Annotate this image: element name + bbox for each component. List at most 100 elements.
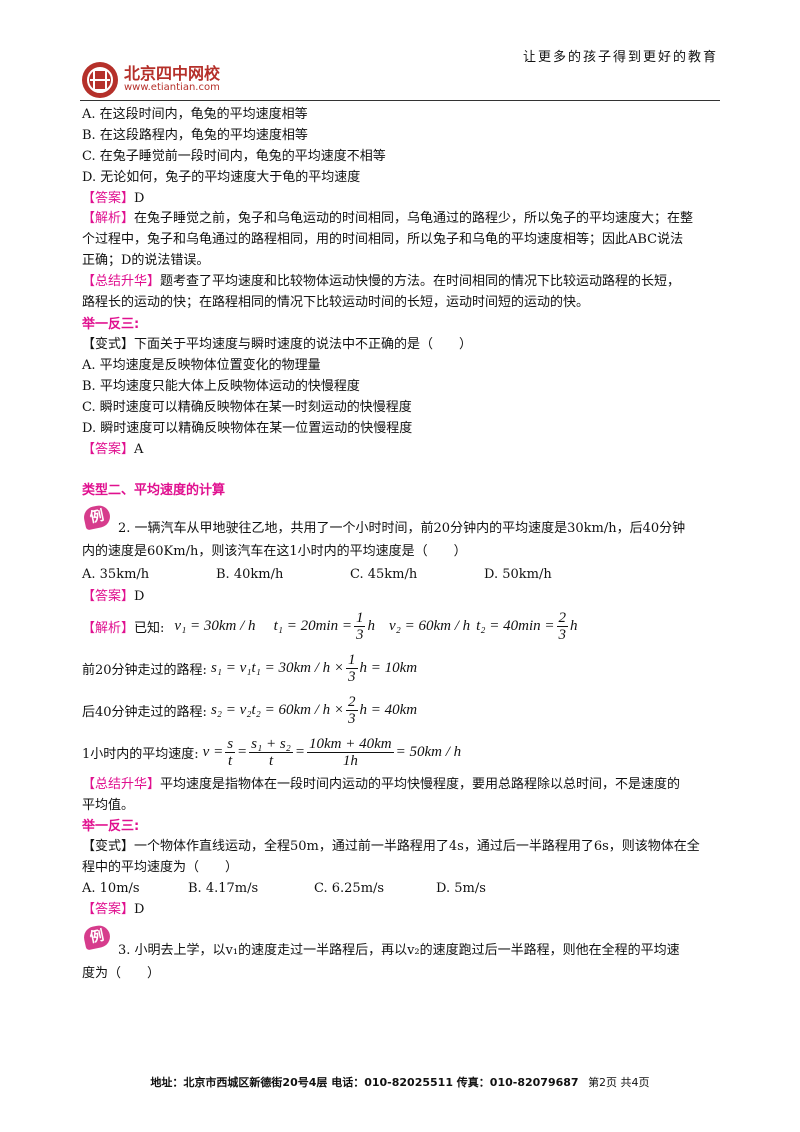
denominator: 3 xyxy=(348,668,356,685)
denominator: t xyxy=(268,752,274,769)
denominator: t xyxy=(228,752,233,769)
v-result: = 50km / h xyxy=(395,743,462,760)
variant-question-text: 下面关于平均速度与瞬时速度的说法中不正确的是（ ） xyxy=(134,337,473,352)
option-a: A. 10m/s xyxy=(82,881,140,896)
denominator: 3 xyxy=(558,626,567,643)
variant-option-d: D. 瞬时速度可以精确反映物体在某一位置运动的快慢程度 xyxy=(82,421,413,436)
s2-formula: s₂ = v₂t₂ = 60km / h × xyxy=(210,701,345,718)
analysis-tag: 【解析】 xyxy=(82,211,135,226)
variant-question-text: 一个物体作直线运动，全程50m，通过前一半路程用了4s，通过后一半路程用了6s，… xyxy=(134,839,700,854)
denominator: 3 xyxy=(355,626,364,643)
answer-tag: 【答案】 xyxy=(82,442,135,457)
variant-question-2: 程中的平均速度为（ ） xyxy=(82,860,239,875)
footer: 地址：北京市西城区新德街20号4层 电话：010-82025511 传真：010… xyxy=(0,1074,800,1090)
option-d: D. 无论如何，兔子的平均速度大于龟的平均速度 xyxy=(82,170,361,185)
summary-line-1: 【总结升华】题考查了平均速度和比较物体运动快慢的方法。在时间相同的情况下比较运动… xyxy=(82,273,680,291)
numerator: s xyxy=(225,735,236,753)
question-line-2: 度为（ ） xyxy=(82,966,161,981)
formula-t1: t₁ = 20min = xyxy=(273,617,352,634)
v-label: 1小时内的平均速度: xyxy=(82,746,199,762)
answer-tag: 【答案】 xyxy=(82,191,135,206)
denominator: 1h xyxy=(342,752,358,769)
variant-question-1: 【变式】一个物体作直线运动，全程50m，通过前一半路程用了4s，通过后一半路程用… xyxy=(82,838,700,856)
example-badge-icon: 例 xyxy=(81,503,113,531)
option-c: C. 在兔子睡觉前一段时间内，龟兔的平均速度不相等 xyxy=(82,149,386,164)
answer-value: A xyxy=(134,442,144,457)
option-d: D. 5m/s xyxy=(436,881,486,896)
unit-h: h xyxy=(367,617,375,634)
answer-value: D xyxy=(134,191,145,206)
analysis-line-1: 【解析】在兔子睡觉之前，兔子和乌龟运动的时间相同，乌龟通过的路程少，所以兔子的平… xyxy=(82,210,693,228)
denominator: 3 xyxy=(348,710,356,727)
s2-result: h = 40km xyxy=(359,701,418,718)
numerator: 10km + 40km xyxy=(307,735,394,753)
summary-text: 平均速度是指物体在一段时间内运动的平均快慢程度，要用总路程除以总时间，不是速度的 xyxy=(160,777,681,792)
answer-tag: 【答案】 xyxy=(82,589,135,604)
numerator: s₁ + s₂ xyxy=(249,735,293,753)
section-title: 类型二、平均速度的计算 xyxy=(82,483,226,498)
answer-tag: 【答案】 xyxy=(82,902,135,917)
option-d: D. 50km/h xyxy=(484,567,552,582)
option-c: C. 6.25m/s xyxy=(314,881,385,896)
variant-heading: 举一反三: xyxy=(82,819,140,834)
variant-question: 【变式】下面关于平均速度与瞬时速度的说法中不正确的是（ ） xyxy=(82,336,472,354)
variant-heading: 举一反三: xyxy=(82,317,140,332)
option-b: B. 在这段路程内，龟兔的平均速度相等 xyxy=(82,128,308,143)
s1-label: 前20分钟走过的路程: xyxy=(82,662,207,678)
s1-formula: s₁ = v₁t₁ = 30km / h × xyxy=(210,659,345,676)
summary-text: 题考查了平均速度和比较物体运动快慢的方法。在时间相同的情况下比较运动路程的长短， xyxy=(160,274,681,289)
summary-tag: 【总结升华】 xyxy=(82,274,161,289)
variant-tag: 【变式】 xyxy=(82,839,135,854)
summary-tag: 【总结升华】 xyxy=(82,777,161,792)
variant-option-c: C. 瞬时速度可以精确反映物体在某一时刻运动的快慢程度 xyxy=(82,400,412,415)
known-label: 已知: xyxy=(134,620,165,636)
v-formula: v = xyxy=(202,743,224,760)
s2-label: 后40分钟走过的路程: xyxy=(82,704,207,720)
example-badge-icon: 例 xyxy=(81,923,113,951)
numerator: 2 xyxy=(556,609,568,627)
summary-line-2: 平均值。 xyxy=(82,798,135,813)
logo-text: 北京四中网校 xyxy=(124,64,221,83)
option-c: C. 45km/h xyxy=(350,567,418,582)
s1-result: h = 10km xyxy=(359,659,418,676)
question-line-2: 内的速度是60Km/h，则该汽车在这1小时内的平均速度是（ ） xyxy=(82,544,467,559)
logo-emblem-icon xyxy=(82,62,118,98)
answer-value: D xyxy=(134,589,145,604)
analysis-text: 在兔子睡觉之前，兔子和乌龟运动的时间相同，乌龟通过的路程少，所以兔子的平均速度大… xyxy=(134,211,694,226)
variant-option-a: A. 平均速度是反映物体位置变化的物理量 xyxy=(82,358,321,373)
question-line-1: 3. 小明去上学，以v₁的速度走过一半路程后，再以v₂的速度跑过后一半路程，则他… xyxy=(118,943,680,958)
footer-page: 第2页 共4页 xyxy=(588,1076,650,1089)
answer-line: 【答案】D xyxy=(82,190,144,208)
answer-line: 【答案】D xyxy=(82,901,144,919)
variant-answer: 【答案】A xyxy=(82,441,143,459)
option-a: A. 在这段时间内，龟兔的平均速度相等 xyxy=(82,107,308,122)
unit-h: h xyxy=(570,617,578,634)
logo: 北京四中网校 www.etiantian.com xyxy=(80,58,280,102)
variant-option-b: B. 平均速度只能大体上反映物体运动的快慢程度 xyxy=(82,379,360,394)
numerator: 1 xyxy=(346,651,358,669)
answer-value: D xyxy=(134,902,145,917)
option-b: B. 40km/h xyxy=(216,567,284,582)
header-rule xyxy=(80,100,720,101)
option-a: A. 35km/h xyxy=(82,567,150,582)
logo-url: www.etiantian.com xyxy=(124,82,220,93)
header-slogan: 让更多的孩子得到更好的教育 xyxy=(522,50,718,65)
variant-tag: 【变式】 xyxy=(82,337,135,352)
analysis-line-3: 正确；D的说法错误。 xyxy=(82,253,210,268)
numerator: 1 xyxy=(353,609,366,627)
option-b: B. 4.17m/s xyxy=(188,881,259,896)
equals: = xyxy=(237,743,248,760)
formula-t2: t₂ = 40min = xyxy=(476,617,555,634)
formula-v2: v₂ = 60km / h xyxy=(388,617,471,634)
answer-line: 【答案】D xyxy=(82,588,144,606)
